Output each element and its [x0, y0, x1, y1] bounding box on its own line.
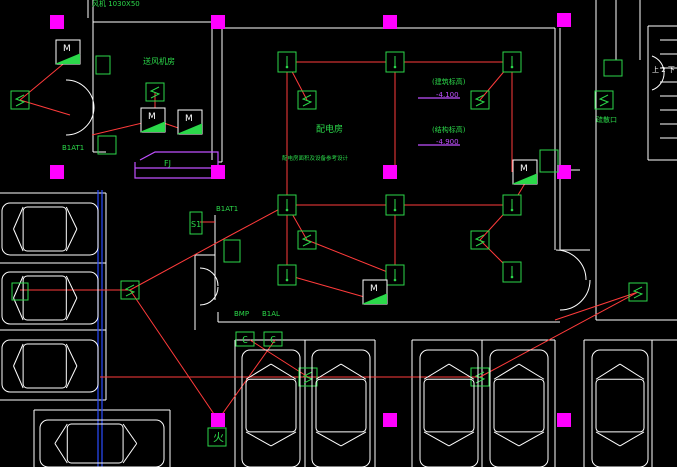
b1at1-alt-label: B1AT1	[216, 205, 238, 213]
equipment-boxes	[11, 55, 623, 447]
light-fixture-2	[385, 51, 405, 73]
column-7	[383, 165, 397, 179]
fire-symbol: 火	[213, 431, 224, 444]
equipment-box	[97, 135, 117, 155]
switch-8	[628, 282, 648, 302]
panel-s1	[189, 211, 203, 235]
light-fixture-5	[385, 194, 405, 216]
light-fixture-9	[502, 261, 522, 283]
svg-text:M: M	[148, 112, 156, 122]
motor-symbols: M M M M M	[55, 39, 538, 305]
switch-11	[594, 90, 614, 110]
svg-text:M: M	[63, 44, 71, 54]
equipment-box	[539, 149, 559, 173]
car-3	[1, 339, 99, 393]
column-1	[50, 15, 64, 29]
column-8	[557, 165, 571, 179]
stair-label: 疏散口	[596, 115, 617, 124]
light-fixture-4	[277, 194, 297, 216]
wiring	[19, 59, 639, 421]
switch-symbols	[10, 82, 648, 387]
parked-cars	[1, 202, 649, 467]
switch-1	[10, 90, 30, 110]
column-5	[50, 165, 64, 179]
car-9	[39, 419, 165, 467]
box-c-right-label: C	[270, 335, 276, 346]
svg-text:M: M	[185, 114, 193, 124]
stair-number: 上 2 下	[652, 65, 675, 74]
light-fixtures	[277, 51, 522, 286]
switch-9	[298, 367, 318, 387]
s1-label: S1	[191, 220, 201, 229]
car-1	[1, 202, 99, 256]
pump-room-note: 配电房面积及设备参考设计	[282, 154, 349, 162]
switch-2	[145, 82, 165, 102]
motor-4: M	[362, 279, 388, 305]
labels: 风机 1030X50 送风机房 配电房 配电房面积及设备参考设计 (建筑标高) …	[62, 0, 675, 318]
car-6	[419, 349, 479, 467]
equipment-box	[223, 239, 241, 263]
car-2	[1, 271, 99, 325]
light-fixture-6	[502, 194, 522, 216]
motor-2: M	[140, 107, 166, 133]
column-6	[211, 165, 225, 179]
pump-room-label: 配电房	[316, 123, 343, 135]
light-fixture-1	[277, 51, 297, 73]
svg-text:M: M	[520, 164, 528, 174]
column-3	[383, 15, 397, 29]
motor-1: M	[55, 39, 81, 65]
elevation-value-2: -4.900	[436, 138, 459, 146]
equipment-box	[95, 55, 111, 75]
column-9	[211, 413, 225, 427]
column-10	[383, 413, 397, 427]
car-5	[311, 349, 371, 467]
elevation-label-2: (结构标高)	[432, 125, 466, 134]
bmp-label: BMP	[234, 310, 249, 318]
switch-5	[297, 230, 317, 250]
car-4	[241, 349, 301, 467]
blue-lines	[97, 190, 103, 467]
switch-4	[470, 90, 490, 110]
b1at1-label: B1AT1	[62, 144, 84, 152]
elevation-value-1: -4.100	[436, 91, 459, 99]
fj-label: FJ	[164, 159, 171, 168]
columns	[50, 13, 571, 427]
car-8	[591, 349, 649, 467]
box-c-right	[263, 331, 283, 347]
motor-5: M	[512, 159, 538, 185]
equipment-box	[603, 59, 623, 77]
light-fixture-3	[502, 51, 522, 73]
motor-3: M	[177, 109, 203, 135]
b1al-label: B1AL	[262, 310, 280, 318]
light-fixture-8	[385, 264, 405, 286]
box-c-left-label: C	[242, 335, 248, 346]
fan-room-label: 送风机房	[143, 56, 175, 66]
elevation-label-1: (建筑标高)	[432, 77, 466, 86]
top-note: 风机 1030X50	[92, 0, 140, 8]
switch-3	[297, 90, 317, 110]
light-fixture-7	[277, 264, 297, 286]
fire-box	[207, 427, 227, 447]
column-2	[211, 15, 225, 29]
box-c-left	[235, 331, 255, 347]
svg-text:M: M	[370, 284, 378, 294]
car-7	[489, 349, 549, 467]
switch-6	[470, 230, 490, 250]
column-11	[557, 413, 571, 427]
switch-7	[120, 280, 140, 300]
column-4	[557, 13, 571, 27]
